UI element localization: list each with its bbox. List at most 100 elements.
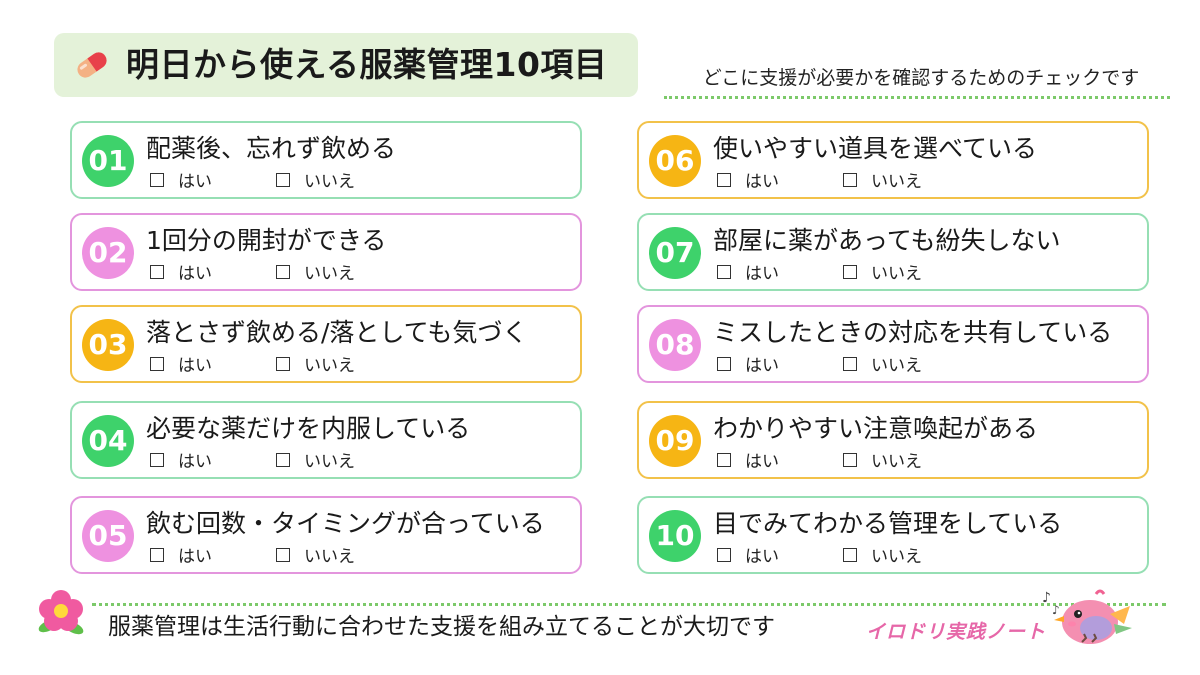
no-option[interactable]: いいえ [276, 451, 355, 473]
no-option[interactable]: いいえ [276, 355, 355, 377]
yes-option[interactable]: はい [717, 546, 779, 568]
yes-option[interactable]: はい [717, 355, 779, 377]
check-item-04: 04 必要な薬だけを内服している はい いいえ [70, 401, 582, 479]
title-banner: 明日から使える服薬管理10項目 [54, 33, 638, 97]
yes-option[interactable]: はい [150, 546, 212, 568]
no-checkbox[interactable] [276, 357, 290, 371]
yes-option[interactable]: はい [717, 451, 779, 473]
item-number: 03 [82, 319, 134, 371]
check-item-07: 07 部屋に薬があっても紛失しない はい いいえ [637, 213, 1149, 291]
no-option[interactable]: いいえ [843, 355, 922, 377]
check-item-06: 06 使いやすい道具を選べている はい いいえ [637, 121, 1149, 199]
no-checkbox[interactable] [276, 453, 290, 467]
item-label: 飲む回数・タイミングが合っている [146, 509, 545, 538]
item-label: 1回分の開封ができる [146, 226, 387, 255]
check-item-09: 09 わかりやすい注意喚起がある はい いいえ [637, 401, 1149, 479]
check-item-05: 05 飲む回数・タイミングが合っている はい いいえ [70, 496, 582, 574]
yes-option[interactable]: はい [717, 171, 779, 193]
divider-top [664, 96, 1170, 99]
no-label: いいえ [871, 356, 922, 376]
brand-logo: イロドリ実践ノート [866, 621, 1047, 643]
bird-mascot-icon: ♪ ♪ [1042, 589, 1132, 644]
no-label: いいえ [871, 172, 922, 192]
no-option[interactable]: いいえ [843, 263, 922, 285]
page-title: 明日から使える服薬管理10項目 [126, 45, 608, 84]
item-number: 07 [649, 227, 701, 279]
check-item-10: 10 目でみてわかる管理をしている はい いいえ [637, 496, 1149, 574]
svg-text:♪: ♪ [1052, 603, 1060, 617]
yes-option[interactable]: はい [150, 171, 212, 193]
flower-icon [38, 590, 84, 635]
yes-checkbox[interactable] [717, 357, 731, 371]
item-number: 04 [82, 415, 134, 467]
no-label: いいえ [304, 356, 355, 376]
no-checkbox[interactable] [276, 265, 290, 279]
yes-option[interactable]: はい [150, 263, 212, 285]
yes-checkbox[interactable] [717, 173, 731, 187]
yes-checkbox[interactable] [717, 453, 731, 467]
no-label: いいえ [871, 452, 922, 472]
no-label: いいえ [871, 264, 922, 284]
yes-checkbox[interactable] [150, 548, 164, 562]
yes-label: はい [745, 356, 779, 376]
no-option[interactable]: いいえ [843, 451, 922, 473]
item-label: 配薬後、忘れず飲める [146, 134, 397, 163]
item-label: 落とさず飲める/落としても気づく [146, 318, 528, 347]
pill-icon [77, 52, 107, 78]
no-checkbox[interactable] [843, 173, 857, 187]
no-label: いいえ [304, 547, 355, 567]
item-label: わかりやすい注意喚起がある [713, 414, 1039, 443]
footer-message: 服薬管理は生活行動に合わせた支援を組み立てることが大切です [108, 614, 775, 640]
no-option[interactable]: いいえ [276, 263, 355, 285]
yes-checkbox[interactable] [717, 548, 731, 562]
item-number: 01 [82, 135, 134, 187]
yes-option[interactable]: はい [150, 451, 212, 473]
item-label: 必要な薬だけを内服している [146, 414, 471, 443]
yes-checkbox[interactable] [717, 265, 731, 279]
yes-label: はい [178, 452, 212, 472]
yes-option[interactable]: はい [717, 263, 779, 285]
item-number: 06 [649, 135, 701, 187]
item-label: 使いやすい道具を選べている [713, 134, 1038, 163]
yes-checkbox[interactable] [150, 453, 164, 467]
no-checkbox[interactable] [843, 548, 857, 562]
divider-bottom [92, 603, 1166, 606]
page-subtitle: どこに支援が必要かを確認するためのチェックです [702, 67, 1140, 89]
no-checkbox[interactable] [843, 265, 857, 279]
yes-label: はい [178, 547, 212, 567]
no-label: いいえ [871, 547, 922, 567]
item-number: 05 [82, 510, 134, 562]
yes-label: はい [178, 172, 212, 192]
yes-checkbox[interactable] [150, 265, 164, 279]
no-checkbox[interactable] [276, 173, 290, 187]
item-label: ミスしたときの対応を共有している [713, 318, 1113, 347]
yes-label: はい [178, 264, 212, 284]
yes-label: はい [745, 172, 779, 192]
yes-label: はい [745, 264, 779, 284]
no-label: いいえ [304, 172, 355, 192]
check-item-08: 08 ミスしたときの対応を共有している はい いいえ [637, 305, 1149, 383]
no-label: いいえ [304, 264, 355, 284]
check-item-03: 03 落とさず飲める/落としても気づく はい いいえ [70, 305, 582, 383]
yes-option[interactable]: はい [150, 355, 212, 377]
item-number: 08 [649, 319, 701, 371]
yes-checkbox[interactable] [150, 173, 164, 187]
svg-text:♪: ♪ [1042, 590, 1051, 606]
item-label: 目でみてわかる管理をしている [713, 509, 1063, 538]
no-label: いいえ [304, 452, 355, 472]
no-option[interactable]: いいえ [843, 171, 922, 193]
no-checkbox[interactable] [843, 357, 857, 371]
no-checkbox[interactable] [276, 548, 290, 562]
no-option[interactable]: いいえ [843, 546, 922, 568]
item-label: 部屋に薬があっても紛失しない [713, 226, 1061, 255]
yes-checkbox[interactable] [150, 357, 164, 371]
no-option[interactable]: いいえ [276, 171, 355, 193]
item-number: 09 [649, 415, 701, 467]
item-number: 10 [649, 510, 701, 562]
yes-label: はい [178, 356, 212, 376]
check-item-02: 02 1回分の開封ができる はい いいえ [70, 213, 582, 291]
yes-label: はい [745, 452, 779, 472]
no-checkbox[interactable] [843, 453, 857, 467]
no-option[interactable]: いいえ [276, 546, 355, 568]
item-number: 02 [82, 227, 134, 279]
